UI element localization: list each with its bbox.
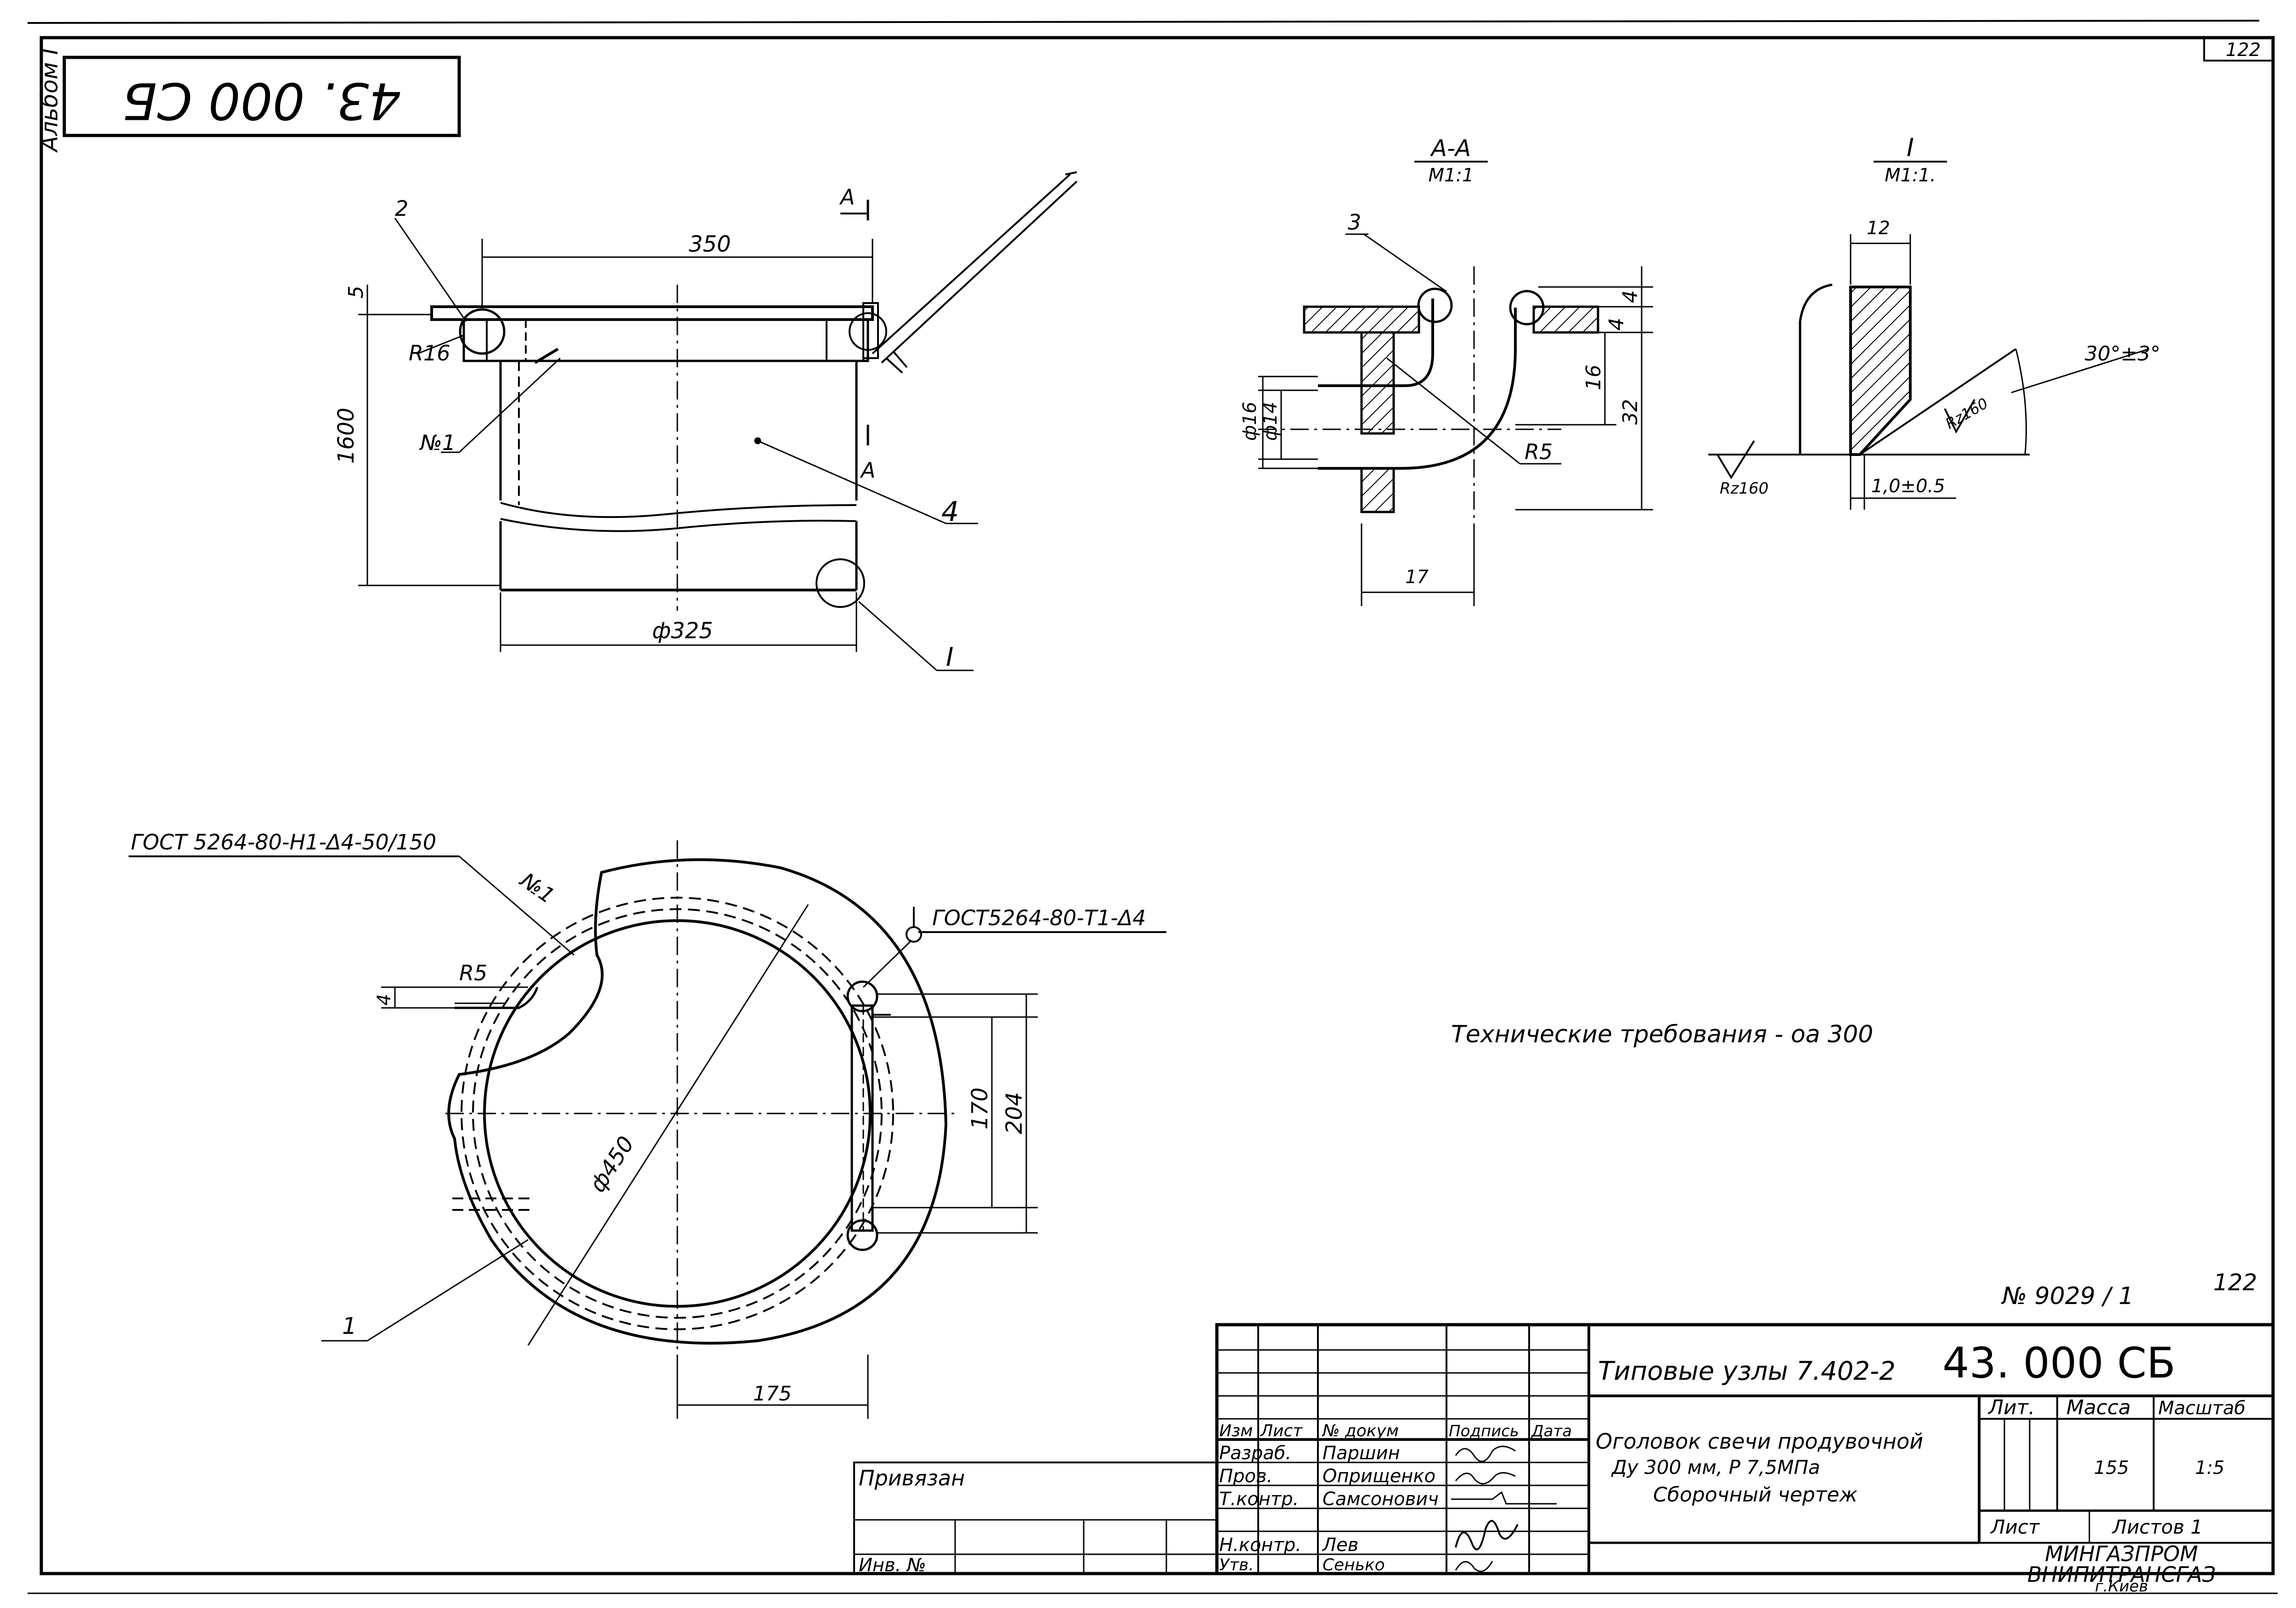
detail-i-roughness-b: Rz160 [1942, 394, 1991, 433]
tb-col-izm: Изм [1219, 1422, 1253, 1440]
tb-scale-value: 1:5 [2195, 1457, 2224, 1479]
detail-i-labels: I М1:1. 12 30°±3° Rz160 Rz160 1,0±0.5 [1720, 133, 2161, 498]
section-aa-callout-3: 3 [1348, 210, 1361, 235]
section-aa-dim-d14: ф14 [1260, 402, 1281, 441]
dim-thickness: 5 [344, 286, 368, 298]
signature-prov [1455, 1472, 1516, 1484]
tb-col-list: Лист [1260, 1422, 1303, 1440]
detail-i-gap: 1,0±0.5 [1871, 476, 1945, 497]
sheet-number-top: 122 [2226, 39, 2261, 61]
tb-row-name-1: Оприщенко [1322, 1466, 1435, 1487]
plan-dim-175: 175 [753, 1382, 792, 1406]
section-aa [1258, 161, 1653, 606]
tb-col-dokum: № докум [1322, 1422, 1399, 1440]
weld-std-left: ГОСТ 5264-80-Н1-Δ4-50/150 [131, 830, 436, 855]
tb-lit-label: Лит. [1987, 1396, 2035, 1419]
dim-width: 350 [689, 231, 731, 257]
tb-product-line3: Сборочный чертеж [1653, 1483, 1857, 1507]
corner-code-text: 43. 000 СБ [122, 72, 401, 130]
technical-requirements: Технические требования - оа 300 [1451, 1021, 1873, 1048]
sheet-number-top-box [2203, 37, 2274, 62]
tb-org-line1: МИНГАЗПРОМ [2045, 1541, 2198, 1566]
section-aa-dim-17: 17 [1405, 567, 1429, 588]
weld-std-right: ГОСТ5264-80-Т1-Δ4 [932, 905, 1146, 930]
tb-series: Типовые узлы 7.402-2 [1598, 1356, 1896, 1386]
signature-tkontr [1451, 1491, 1557, 1505]
section-aa-title: А-А [1430, 135, 1471, 162]
detail-i-roughness-a: Rz160 [1720, 479, 1768, 498]
tb-row-name-0: Паршин [1322, 1443, 1400, 1464]
callout-2: 2 [395, 196, 408, 221]
detail-i-title: I [1907, 133, 1914, 162]
tb-org-line2: ВНИПИТРАНСГАЗ [2027, 1562, 2216, 1587]
section-aa-scale: М1:1 [1429, 165, 1474, 186]
dim-height: 1600 [333, 408, 359, 464]
section-marker-top: А [839, 185, 855, 209]
plan-view [129, 840, 1166, 1419]
plan-dim-d450: ф450 [585, 1132, 639, 1197]
sheet-number-bottom: 122 [2213, 1269, 2257, 1296]
plan-callout-1: 1 [342, 1313, 357, 1339]
detail-i-angle: 30°±3° [2085, 342, 2161, 365]
plan-dim-4: 4 [374, 994, 395, 1006]
corner-code-stamp: 43. 000 СБ [62, 56, 461, 137]
outer-frame [27, 20, 2278, 1594]
plan-dim-170: 170 [967, 1087, 993, 1130]
tb-mass-label: Масса [2066, 1396, 2131, 1419]
tb-product-line2: Ду 300 мм, Р 7,5МПа [1611, 1456, 1820, 1479]
main-view [358, 171, 1078, 671]
dim-radius: R16 [409, 341, 450, 365]
signature-utv [1455, 1561, 1493, 1572]
tb-sheets-label: Листов 1 [2111, 1516, 2203, 1538]
tb-product-line1: Оголовок свечи продувочной [1596, 1429, 1923, 1454]
section-aa-dim-32: 32 [1619, 399, 1642, 425]
title-block [853, 1323, 2275, 1575]
tb-mass-value: 155 [2094, 1457, 2129, 1479]
plan-dim-204: 204 [1002, 1092, 1027, 1134]
tb-row-name-2: Самсонович [1322, 1489, 1439, 1510]
detail-i [1708, 161, 2150, 510]
tb-col-data: Дата [1531, 1422, 1572, 1440]
weld-mark-plan: №1 [515, 867, 559, 908]
detail-i-scale: М1:1. [1885, 165, 1936, 186]
section-marker-bottom: А [860, 458, 875, 483]
section-aa-dim-4b: 4 [1605, 318, 1628, 331]
tb-code: 43. 000 СБ [1942, 1338, 2176, 1388]
tb-inv-no: Инв. № [859, 1555, 926, 1576]
section-aa-dim-r5: R5 [1525, 439, 1553, 464]
dim-diameter: ф325 [652, 618, 713, 644]
weld-mark-main: №1 [419, 430, 456, 455]
tb-row-role-0: Разраб. [1219, 1443, 1291, 1464]
tb-row-role-4: Утв. [1219, 1556, 1254, 1574]
tb-org-line3: г.Киев [2095, 1577, 2148, 1596]
tb-row-role-2: Т.контр. [1219, 1489, 1299, 1510]
section-aa-dim-16: 16 [1582, 365, 1605, 390]
callout-detail-i: I [946, 642, 954, 672]
tb-row-name-3: Лев [1322, 1535, 1358, 1556]
tb-row-name-4: Сенько [1322, 1556, 1385, 1574]
callout-4: 4 [941, 496, 959, 528]
signature-razrab [1455, 1445, 1516, 1462]
tb-row-role-3: Н.контр. [1219, 1535, 1301, 1556]
section-aa-dim-4a: 4 [1619, 290, 1642, 303]
title-block-text: Типовые узлы 7.402-2 43. 000 СБ Оголовок… [859, 1338, 2245, 1596]
tb-row-role-1: Пров. [1219, 1466, 1272, 1487]
main-view-labels: 350 1600 5 R16 ф325 №1 А А 2 4 I [333, 185, 959, 672]
section-aa-labels: А-А М1:1 3 4 4 16 32 ф16 ф14 R5 17 [1239, 135, 1642, 588]
tb-privyazan: Привязан [859, 1466, 965, 1490]
section-aa-dim-d16: ф16 [1239, 402, 1261, 441]
plan-view-labels: ГОСТ 5264-80-Н1-Δ4-50/150 ГОСТ5264-80-Т1… [131, 830, 1146, 1406]
signature-nkontr [1455, 1520, 1519, 1551]
tb-sheet-label: Лист [1990, 1516, 2040, 1538]
plan-dim-r5: R5 [459, 961, 487, 985]
tb-scale-label: Масштаб [2158, 1398, 2245, 1419]
document-number: № 9029 / 1 [2001, 1282, 2134, 1310]
detail-i-dim-12: 12 [1867, 218, 1890, 239]
album-label: Альбом I [36, 48, 63, 153]
tb-col-podpis: Подпись [1449, 1422, 1519, 1440]
